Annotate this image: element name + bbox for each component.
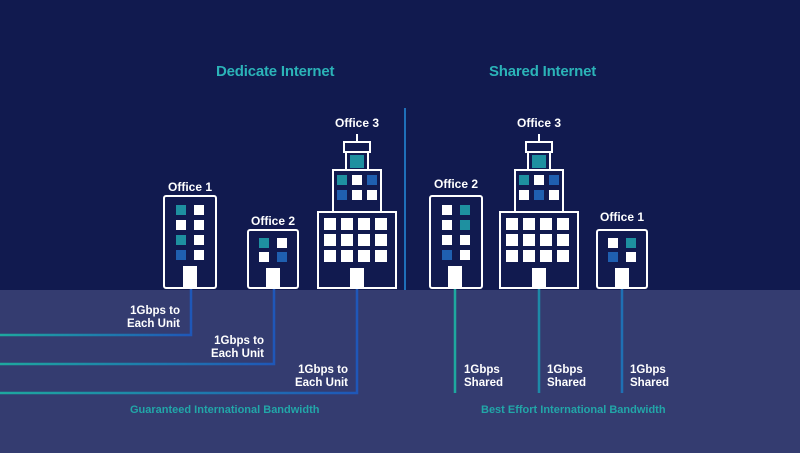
bandwidth-line-2: Shared (464, 377, 503, 389)
bandwidth-line-2: Each Unit (126, 318, 180, 330)
building-office-3-shared (499, 134, 579, 289)
bandwidth-line-1: 1Gbps to (298, 364, 348, 376)
building-office-2-dedicated (247, 229, 299, 289)
building-office-3-dedicated (317, 134, 397, 289)
bandwidth-line-2: Shared (630, 377, 669, 389)
bandwidth-line-1: 1Gbps to (214, 335, 264, 347)
bandwidth-label-left-2: 1Gbps to Each Unit (211, 335, 264, 361)
dedicated-line-office-2 (0, 288, 276, 366)
bandwidth-line-1: 1Gbps (464, 364, 500, 376)
bandwidth-line-2: Each Unit (210, 348, 264, 360)
sky-background (0, 0, 800, 290)
bandwidth-line-1: 1Gbps to (130, 305, 180, 317)
building-office-1-dedicated (163, 195, 217, 289)
bandwidth-label-right-2: 1Gbps Shared (464, 364, 503, 390)
dedicated-line-office-1 (0, 288, 193, 337)
shared-section-title: Shared Internet (489, 63, 597, 80)
office-label-left-2: Office 2 (250, 214, 296, 228)
bandwidth-label-left-1: 1Gbps to Each Unit (127, 305, 180, 331)
building-office-1-shared (596, 229, 648, 289)
bandwidth-line-2: Shared (547, 377, 586, 389)
office-label-right-2: Office 2 (433, 177, 479, 191)
shared-footer-label: Best Effort International Bandwidth (481, 404, 666, 416)
dedicated-line-office-3 (0, 288, 359, 395)
bandwidth-label-right-3: 1Gbps Shared (547, 364, 586, 390)
ground-band (0, 290, 800, 453)
bandwidth-line-1: 1Gbps (630, 364, 666, 376)
dedicated-section-title: Dedicate Internet (216, 63, 335, 80)
office-label-left-1: Office 1 (167, 180, 213, 194)
office-label-right-3: Office 3 (516, 116, 562, 130)
office-label-right-1: Office 1 (599, 210, 645, 224)
bandwidth-line-2: Each Unit (294, 377, 348, 389)
dedicated-footer-label: Guaranteed International Bandwidth (130, 404, 320, 416)
bandwidth-line-1: 1Gbps (547, 364, 583, 376)
building-office-2-shared (429, 195, 483, 289)
bandwidth-label-right-1: 1Gbps Shared (630, 364, 669, 390)
bandwidth-label-left-3: 1Gbps to Each Unit (295, 364, 348, 390)
office-label-left-3: Office 3 (334, 116, 380, 130)
